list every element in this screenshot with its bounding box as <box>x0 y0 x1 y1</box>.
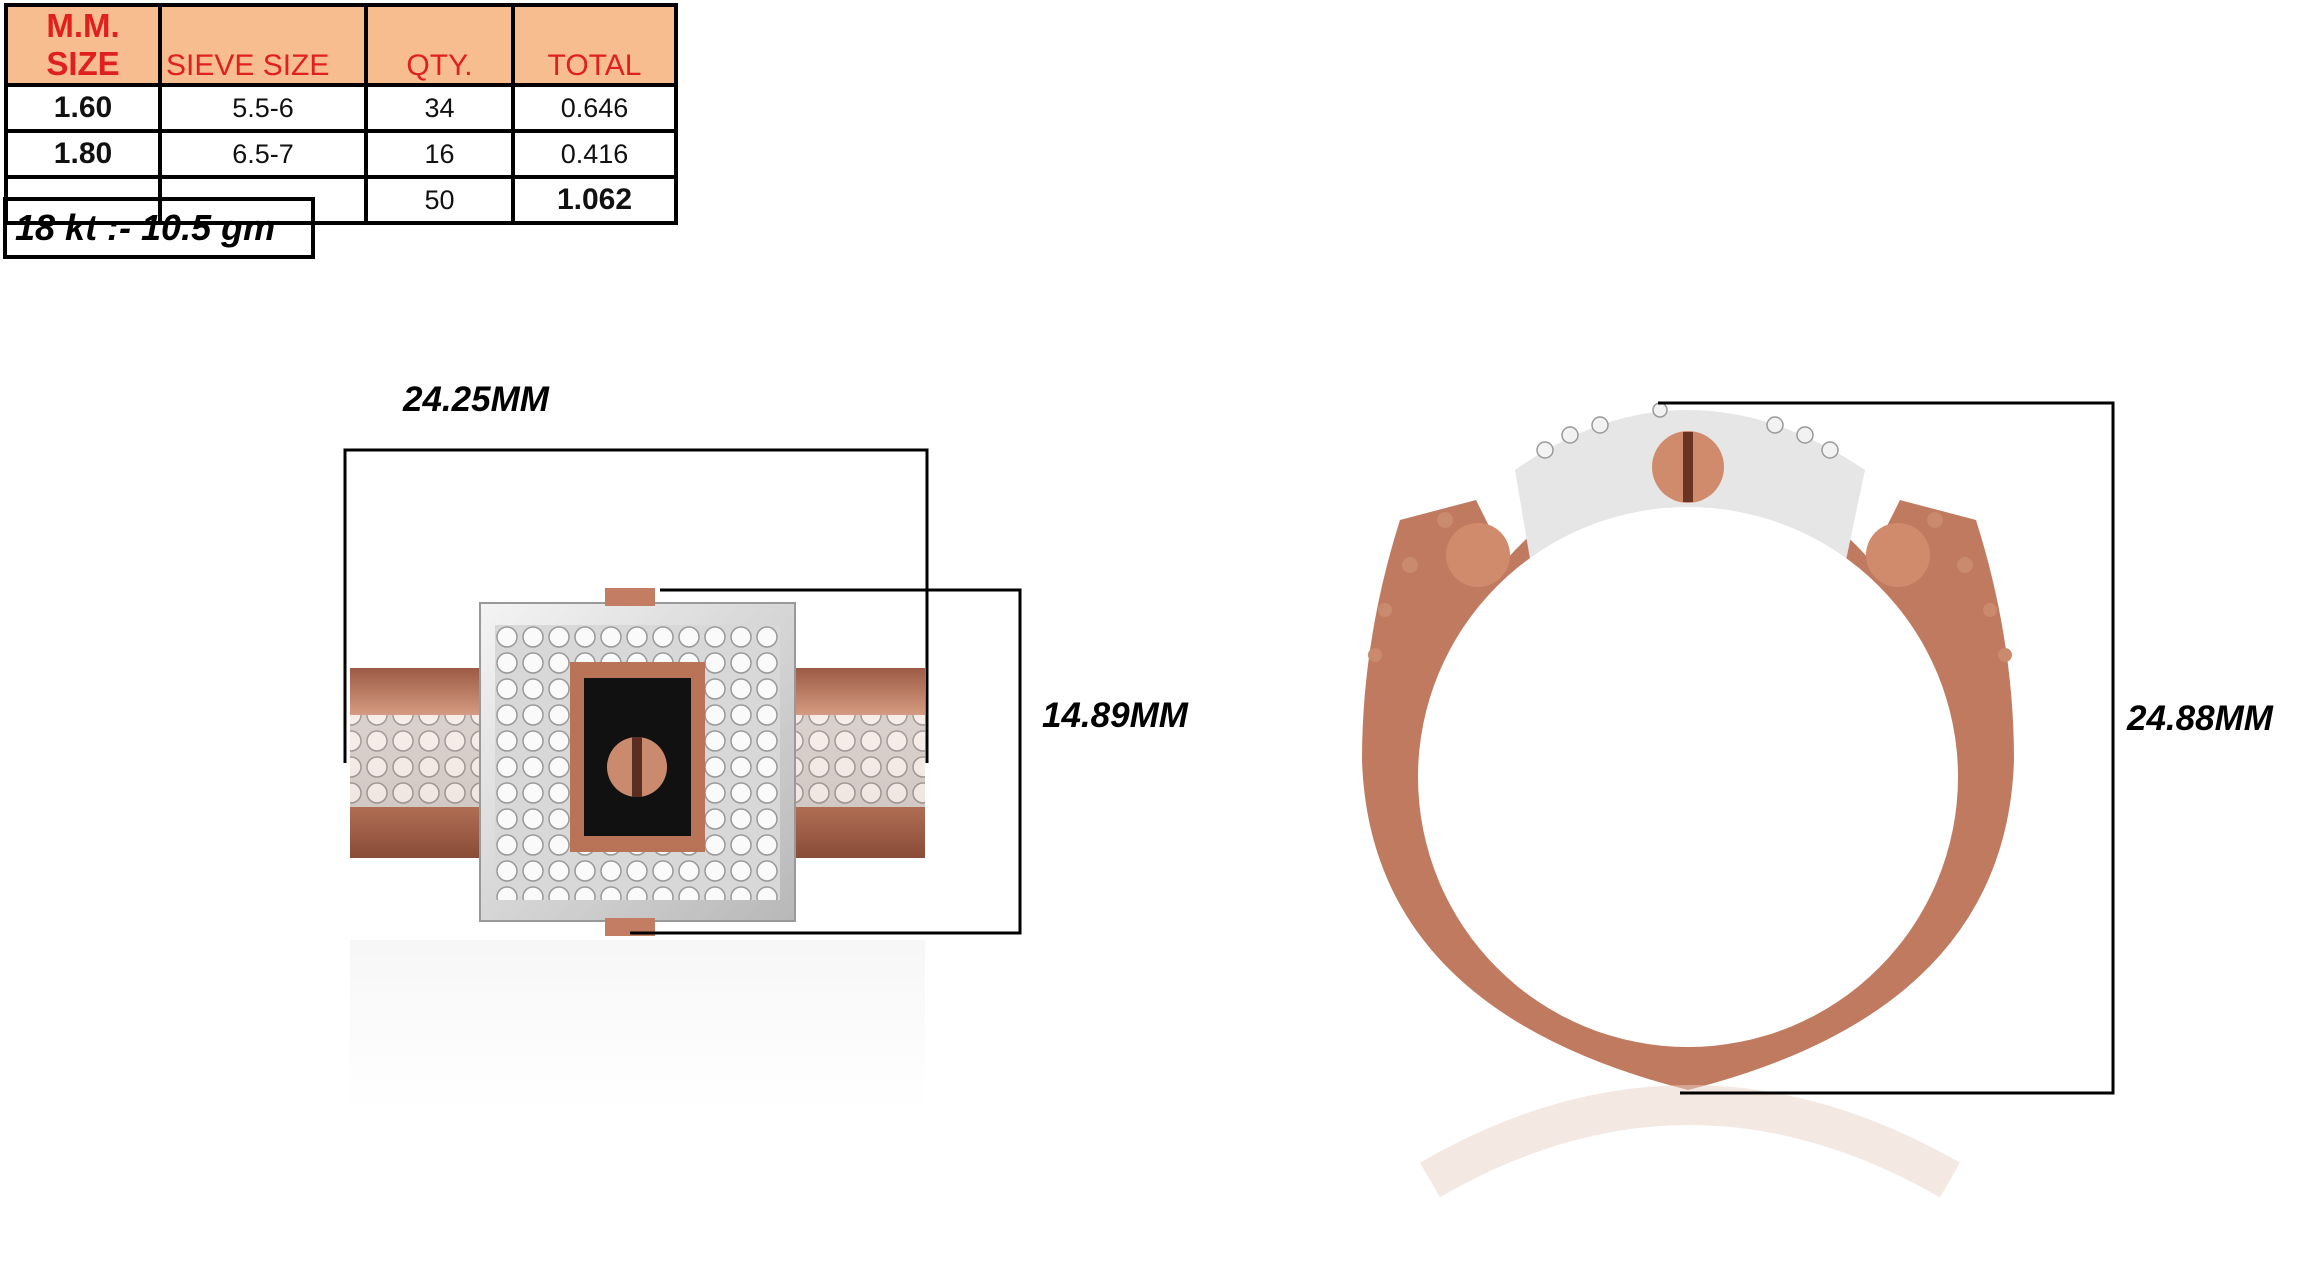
header-sieve-size: SIEVE SIZE <box>158 3 368 87</box>
table-row: 1.80 6.5-7 16 0.416 <box>4 129 678 179</box>
top-height-dimension-label: 14.89MM <box>1042 696 1188 735</box>
cell-sieve-size: 5.5-6 <box>158 83 368 133</box>
cell-qty: 34 <box>364 83 515 133</box>
header-qty: QTY. <box>364 3 515 87</box>
screw-icon <box>1866 523 1930 587</box>
cell-mm-size: 1.80 <box>4 129 162 179</box>
gold-weight-label: 18 kt :- 10.5 gm <box>3 197 315 259</box>
width-dimension-label: 24.25MM <box>403 380 549 419</box>
side-height-dimension-label: 24.88MM <box>2127 699 2273 738</box>
cell-qty-total: 50 <box>364 175 515 225</box>
cell-total: 0.416 <box>511 129 678 179</box>
cell-weight-total: 1.062 <box>511 175 678 225</box>
ring-side-view <box>1362 402 2014 1198</box>
cell-sieve-size: 6.5-7 <box>158 129 368 179</box>
header-total: TOTAL <box>511 3 678 87</box>
table-header-row: M.M. SIZE SIEVE SIZE QTY. TOTAL <box>4 3 678 87</box>
cell-total: 0.646 <box>511 83 678 133</box>
diamond-spec-table: M.M. SIZE SIEVE SIZE QTY. TOTAL 1.60 5.5… <box>4 3 678 225</box>
cell-qty: 16 <box>364 129 515 179</box>
ring-top-view <box>350 588 925 1110</box>
header-mm-size: M.M. SIZE <box>4 3 162 87</box>
table-row: 1.60 5.5-6 34 0.646 <box>4 83 678 133</box>
dimension-lines <box>343 401 2115 1095</box>
cell-mm-size: 1.60 <box>4 83 162 133</box>
screw-icon <box>1446 523 1510 587</box>
table-total-row: 50 1.062 <box>4 175 678 225</box>
